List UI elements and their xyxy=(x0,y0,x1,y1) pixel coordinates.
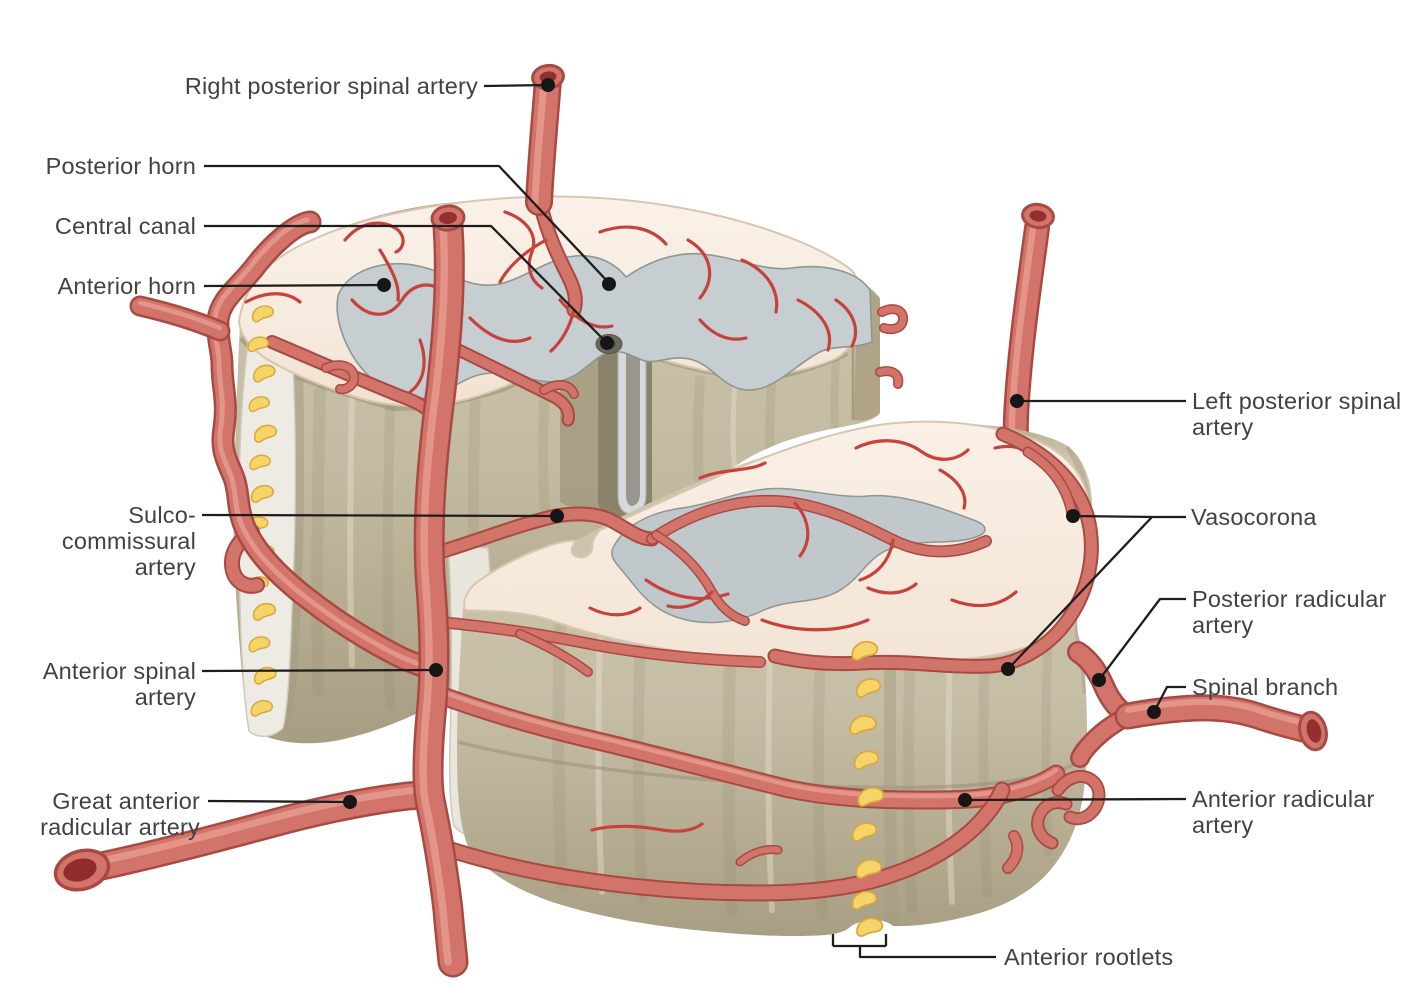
label-posterior-radicular-artery: Posterior radicular artery xyxy=(1192,586,1387,638)
label-sulco-commissural-artery: Sulco- commissural artery xyxy=(61,502,196,580)
label-anterior-radicular-artery: Anterior radicular artery xyxy=(1192,786,1375,838)
pial-vessels-upper-face xyxy=(244,210,858,394)
sulco-commissural-artery-vessel xyxy=(440,501,986,621)
upper-cord-segment xyxy=(233,63,908,744)
cut-vessel-stubs-right-edge xyxy=(875,304,908,389)
upper-wall-vessels xyxy=(272,342,579,427)
left-posterior-spinal-artery-vessel xyxy=(1012,202,1055,478)
label-great-anterior-radicular-artery: Great anterior radicular artery xyxy=(40,788,200,840)
leader-lines xyxy=(201,78,1187,959)
anterior-spinal-system-vessels xyxy=(53,204,465,962)
label-central-canal: Central canal xyxy=(54,213,196,239)
central-canal-groove xyxy=(560,342,652,522)
spinal-branch-vessels xyxy=(1078,652,1328,758)
label-anterior-horn: Anterior horn xyxy=(57,273,196,299)
label-right-posterior-spinal-artery: Right posterior spinal artery xyxy=(184,73,478,99)
anterior-spinal-artery-vessel xyxy=(423,204,465,962)
label-left-posterior-spinal-artery: Left posterior spinal artery xyxy=(1192,388,1402,440)
label-anterior-spinal-artery: Anterior spinal artery xyxy=(42,658,196,710)
label-vasocorona: Vasocorona xyxy=(1191,504,1317,530)
vasocorona-vessels xyxy=(440,434,1091,677)
lower-wrap-vessel xyxy=(436,790,1002,893)
lower-cord-segment xyxy=(432,420,1328,938)
great-anterior-radicular-artery-vessel xyxy=(53,790,430,892)
label-anterior-rootlets: Anterior rootlets xyxy=(1004,944,1174,970)
label-spinal-branch: Spinal branch xyxy=(1192,674,1339,700)
label-posterior-horn: Posterior horn xyxy=(45,153,196,179)
anterior-rootlets-bracket xyxy=(831,934,996,959)
